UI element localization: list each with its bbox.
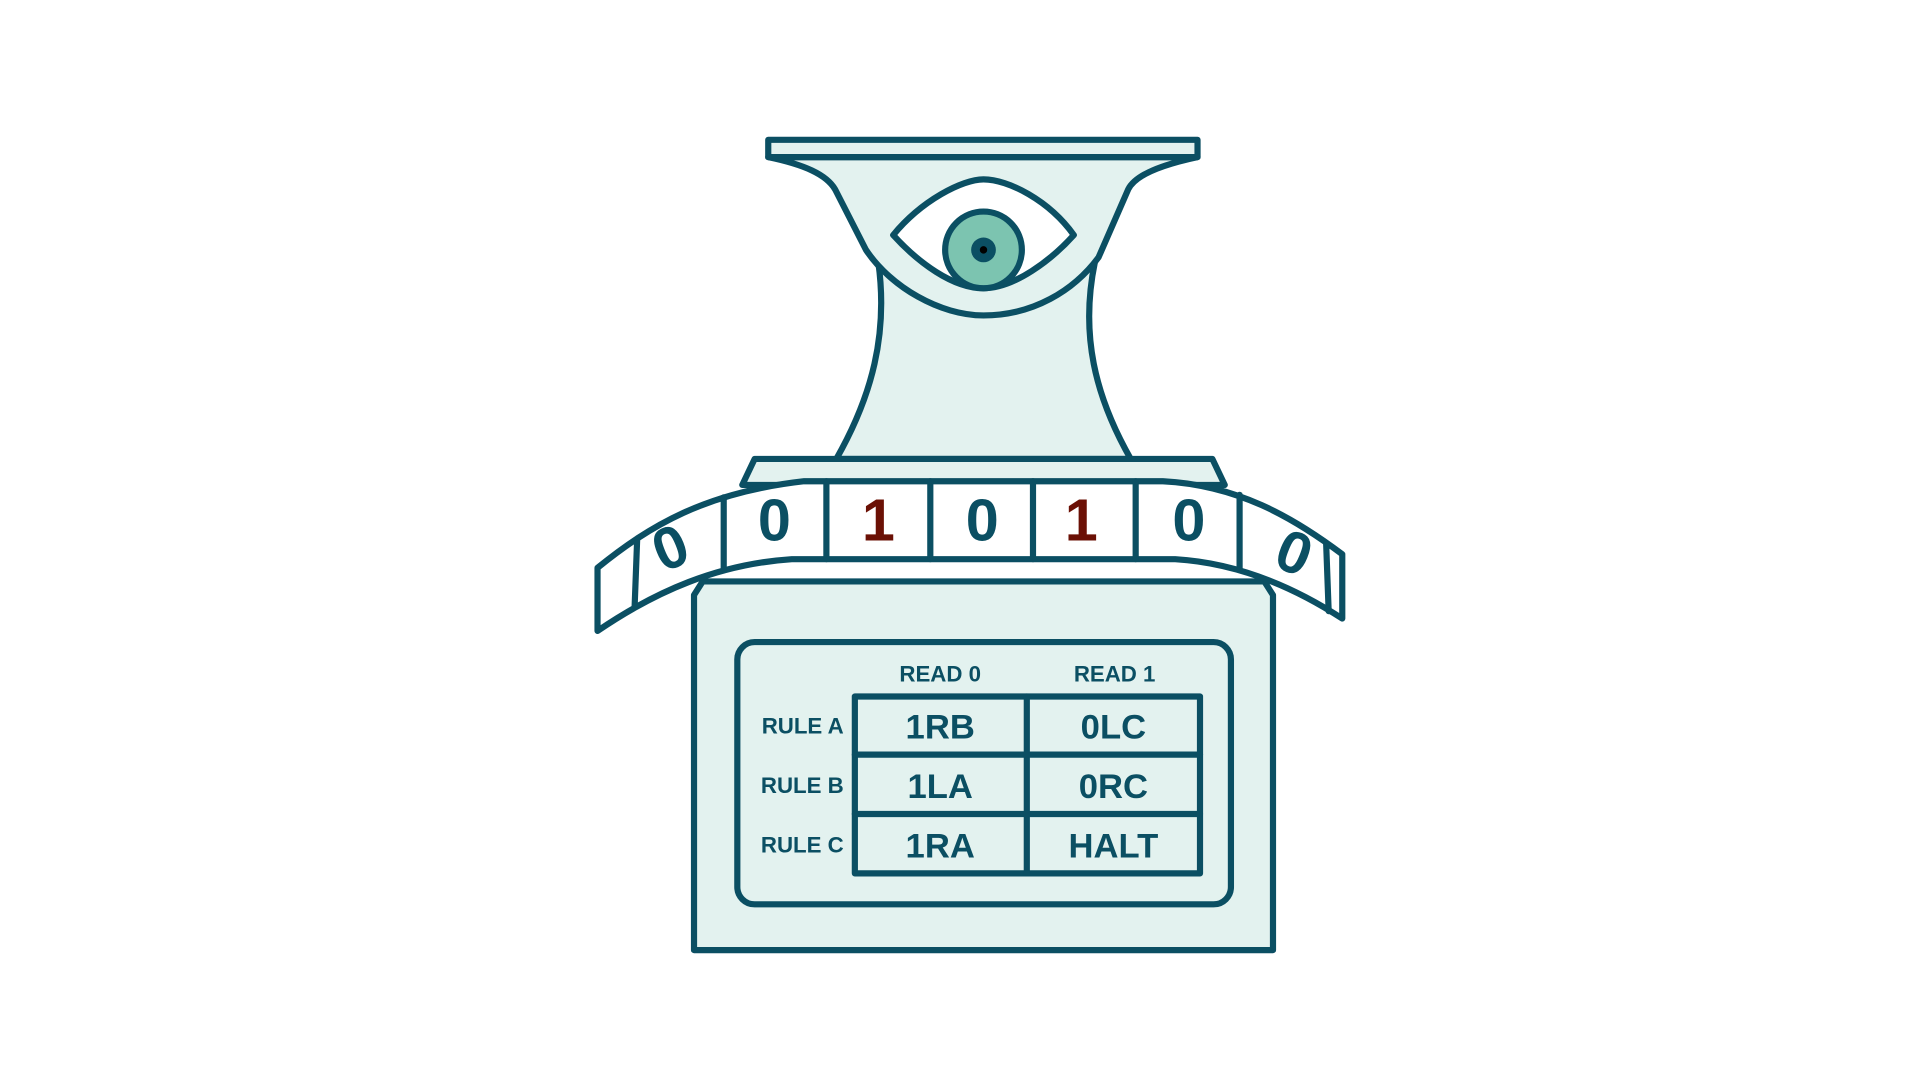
- tape-cell: 0: [1172, 487, 1205, 554]
- tape-cell: 0: [758, 487, 791, 554]
- table-cell: 1RA: [906, 827, 975, 865]
- tape-cell: 1: [862, 487, 895, 554]
- eye-icon: [890, 176, 1077, 292]
- table-row: RULE C 1RA HALT: [761, 827, 1158, 865]
- table-cell: HALT: [1069, 827, 1159, 865]
- table-row: RULE B 1LA 0RC: [761, 768, 1148, 806]
- head-top-bar: [765, 136, 1201, 161]
- table-cell: 1LA: [907, 768, 972, 806]
- column-header: READ 0: [899, 662, 981, 687]
- tape-cell: 1: [1065, 487, 1098, 554]
- column-header: READ 1: [1074, 662, 1156, 687]
- tape: 0 0 1 0 1 0 0: [594, 478, 1346, 635]
- tape-cell: 0: [966, 487, 999, 554]
- rule-label: RULE B: [761, 773, 844, 798]
- table-cell: 1RB: [906, 709, 975, 747]
- table-cell: 0LC: [1081, 709, 1146, 747]
- rules-table: [851, 693, 1204, 877]
- rule-label: RULE A: [762, 714, 844, 739]
- rule-label: RULE C: [761, 832, 844, 857]
- table-row: RULE A 1RB 0LC: [762, 709, 1146, 747]
- table-cell: 0RC: [1079, 768, 1148, 806]
